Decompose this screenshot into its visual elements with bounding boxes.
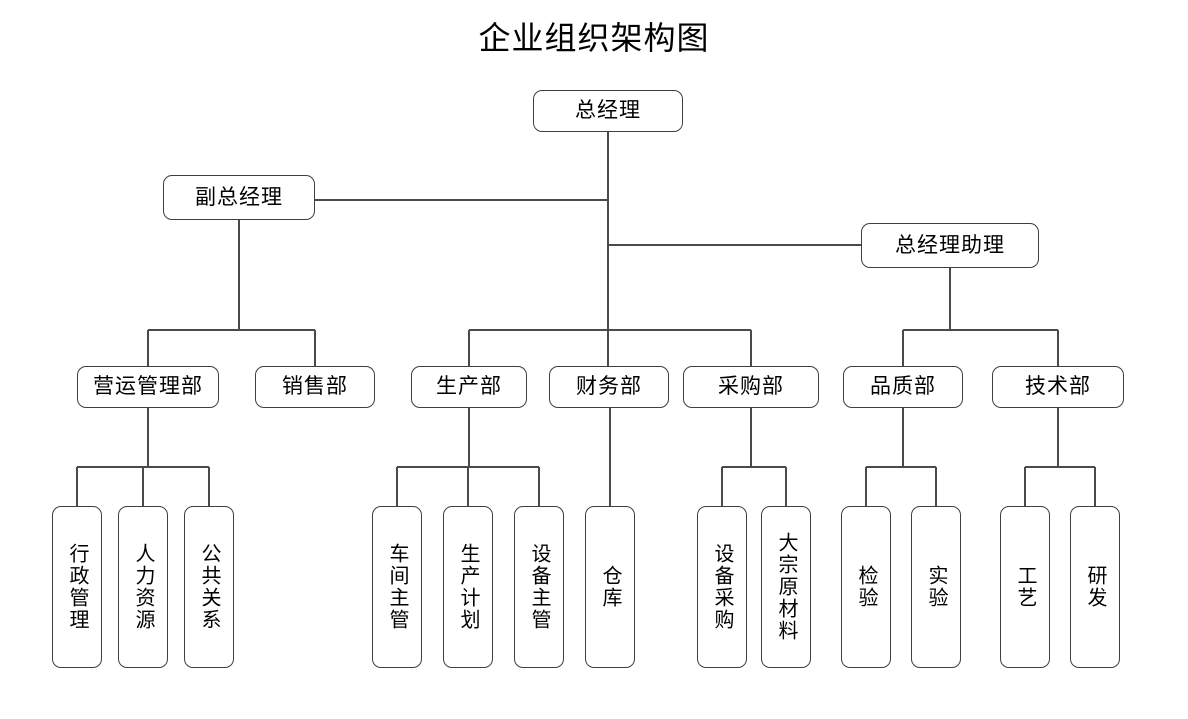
- node-laboratory[interactable]: 实验: [911, 506, 961, 668]
- node-process-engineering[interactable]: 工艺: [1000, 506, 1050, 668]
- node-label: 实验: [925, 565, 947, 609]
- node-purchasing-dept[interactable]: 采购部: [683, 366, 819, 408]
- node-gm-assistant[interactable]: 总经理助理: [861, 223, 1039, 268]
- node-technology-dept[interactable]: 技术部: [992, 366, 1124, 408]
- node-operations-management-dept[interactable]: 营运管理部: [77, 366, 219, 408]
- node-label: 采购部: [718, 375, 784, 398]
- node-inspection[interactable]: 检验: [841, 506, 891, 668]
- node-deputy-general-manager[interactable]: 副总经理: [163, 175, 315, 220]
- node-administration[interactable]: 行政管理: [52, 506, 102, 668]
- node-label: 公共关系: [198, 543, 220, 631]
- node-label: 人力资源: [132, 543, 154, 631]
- node-quality-dept[interactable]: 品质部: [843, 366, 963, 408]
- node-warehouse[interactable]: 仓库: [585, 506, 635, 668]
- node-general-manager[interactable]: 总经理: [533, 90, 683, 132]
- node-equipment-purchasing[interactable]: 设备采购: [697, 506, 747, 668]
- node-label: 财务部: [576, 375, 642, 398]
- node-label: 行政管理: [66, 543, 88, 631]
- node-equipment-supervisor[interactable]: 设备主管: [514, 506, 564, 668]
- node-label: 车间主管: [386, 543, 408, 631]
- node-label: 大宗原材料: [775, 532, 797, 642]
- node-label: 技术部: [1025, 375, 1091, 398]
- node-sales-dept[interactable]: 销售部: [255, 366, 375, 408]
- node-label: 生产计划: [457, 543, 479, 631]
- node-label: 总经理: [575, 99, 641, 122]
- node-label: 仓库: [599, 565, 621, 609]
- node-public-relations[interactable]: 公共关系: [184, 506, 234, 668]
- page-title: 企业组织架构图: [478, 20, 710, 56]
- node-label: 设备主管: [528, 543, 550, 631]
- node-finance-dept[interactable]: 财务部: [549, 366, 669, 408]
- node-research-and-development[interactable]: 研发: [1070, 506, 1120, 668]
- node-production-planning[interactable]: 生产计划: [443, 506, 493, 668]
- node-label: 品质部: [870, 375, 936, 398]
- node-label: 副总经理: [195, 185, 283, 209]
- node-label: 销售部: [282, 375, 348, 398]
- node-production-dept[interactable]: 生产部: [411, 366, 527, 408]
- node-label: 设备采购: [711, 543, 733, 631]
- node-workshop-supervisor[interactable]: 车间主管: [372, 506, 422, 668]
- node-label: 工艺: [1014, 565, 1036, 609]
- node-label: 研发: [1084, 565, 1106, 609]
- node-label: 总经理助理: [895, 233, 1005, 257]
- node-label: 营运管理部: [93, 375, 203, 398]
- node-label: 检验: [855, 565, 877, 609]
- node-bulk-raw-material[interactable]: 大宗原材料: [761, 506, 811, 668]
- node-label: 生产部: [436, 375, 502, 398]
- node-human-resources[interactable]: 人力资源: [118, 506, 168, 668]
